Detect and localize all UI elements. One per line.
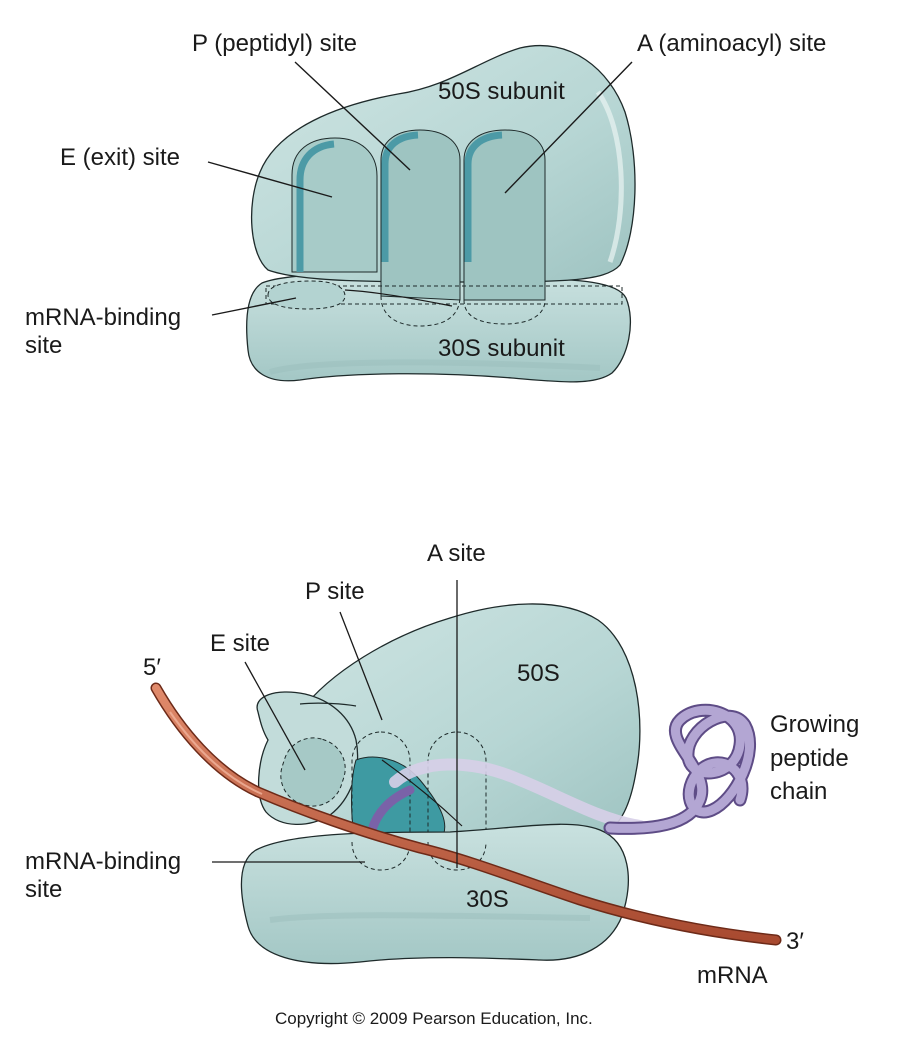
copyright-notice: Copyright © 2009 Pearson Education, Inc.: [275, 1009, 593, 1028]
top-e-site: [291, 137, 378, 273]
label-bottom-growing-peptide-chain: Growing peptide chain: [770, 711, 860, 806]
label-bottom-five-prime: 5′: [143, 654, 161, 681]
top-ribosome: [207, 44, 636, 383]
label-bottom-e-site: E site: [210, 630, 271, 657]
top-p-site: [380, 129, 461, 301]
leader-top-p-site: [294, 61, 411, 171]
bottom-small-subunit: [240, 823, 629, 965]
label-bottom-mrna: mRNA: [697, 962, 768, 989]
leader-top-mrna-binding: [211, 297, 297, 316]
bottom-ribosome: [150, 580, 782, 965]
label-top-a-site: A (aminoacyl) site: [637, 30, 827, 57]
leader-top-e-site: [207, 161, 333, 198]
label-top-p-site: P (peptidyl) site: [192, 30, 357, 57]
label-top-mrna-binding-site: mRNA-binding site: [25, 304, 182, 359]
leader-bottom-p-to-a: [381, 759, 463, 827]
leader-top-a-site: [504, 61, 633, 194]
label-bottom-mrna-binding-site: mRNA-binding site: [25, 848, 182, 903]
leader-bottom-e-site: [244, 661, 306, 771]
top-mrna-channel: [265, 285, 623, 305]
label-bottom-a-site: A site: [427, 540, 486, 567]
label-top-50s-subunit: 50S subunit: [438, 78, 565, 105]
top-a-site: [463, 129, 546, 301]
label-top-e-site: E (exit) site: [60, 144, 181, 171]
leader-bottom-p-site: [339, 611, 383, 721]
label-bottom-three-prime: 3′: [786, 928, 804, 955]
label-bottom-50s: 50S: [517, 660, 560, 687]
label-bottom-p-site: P site: [305, 578, 365, 605]
label-bottom-30s: 30S: [466, 886, 509, 913]
label-top-30s-subunit: 30S subunit: [438, 335, 565, 362]
